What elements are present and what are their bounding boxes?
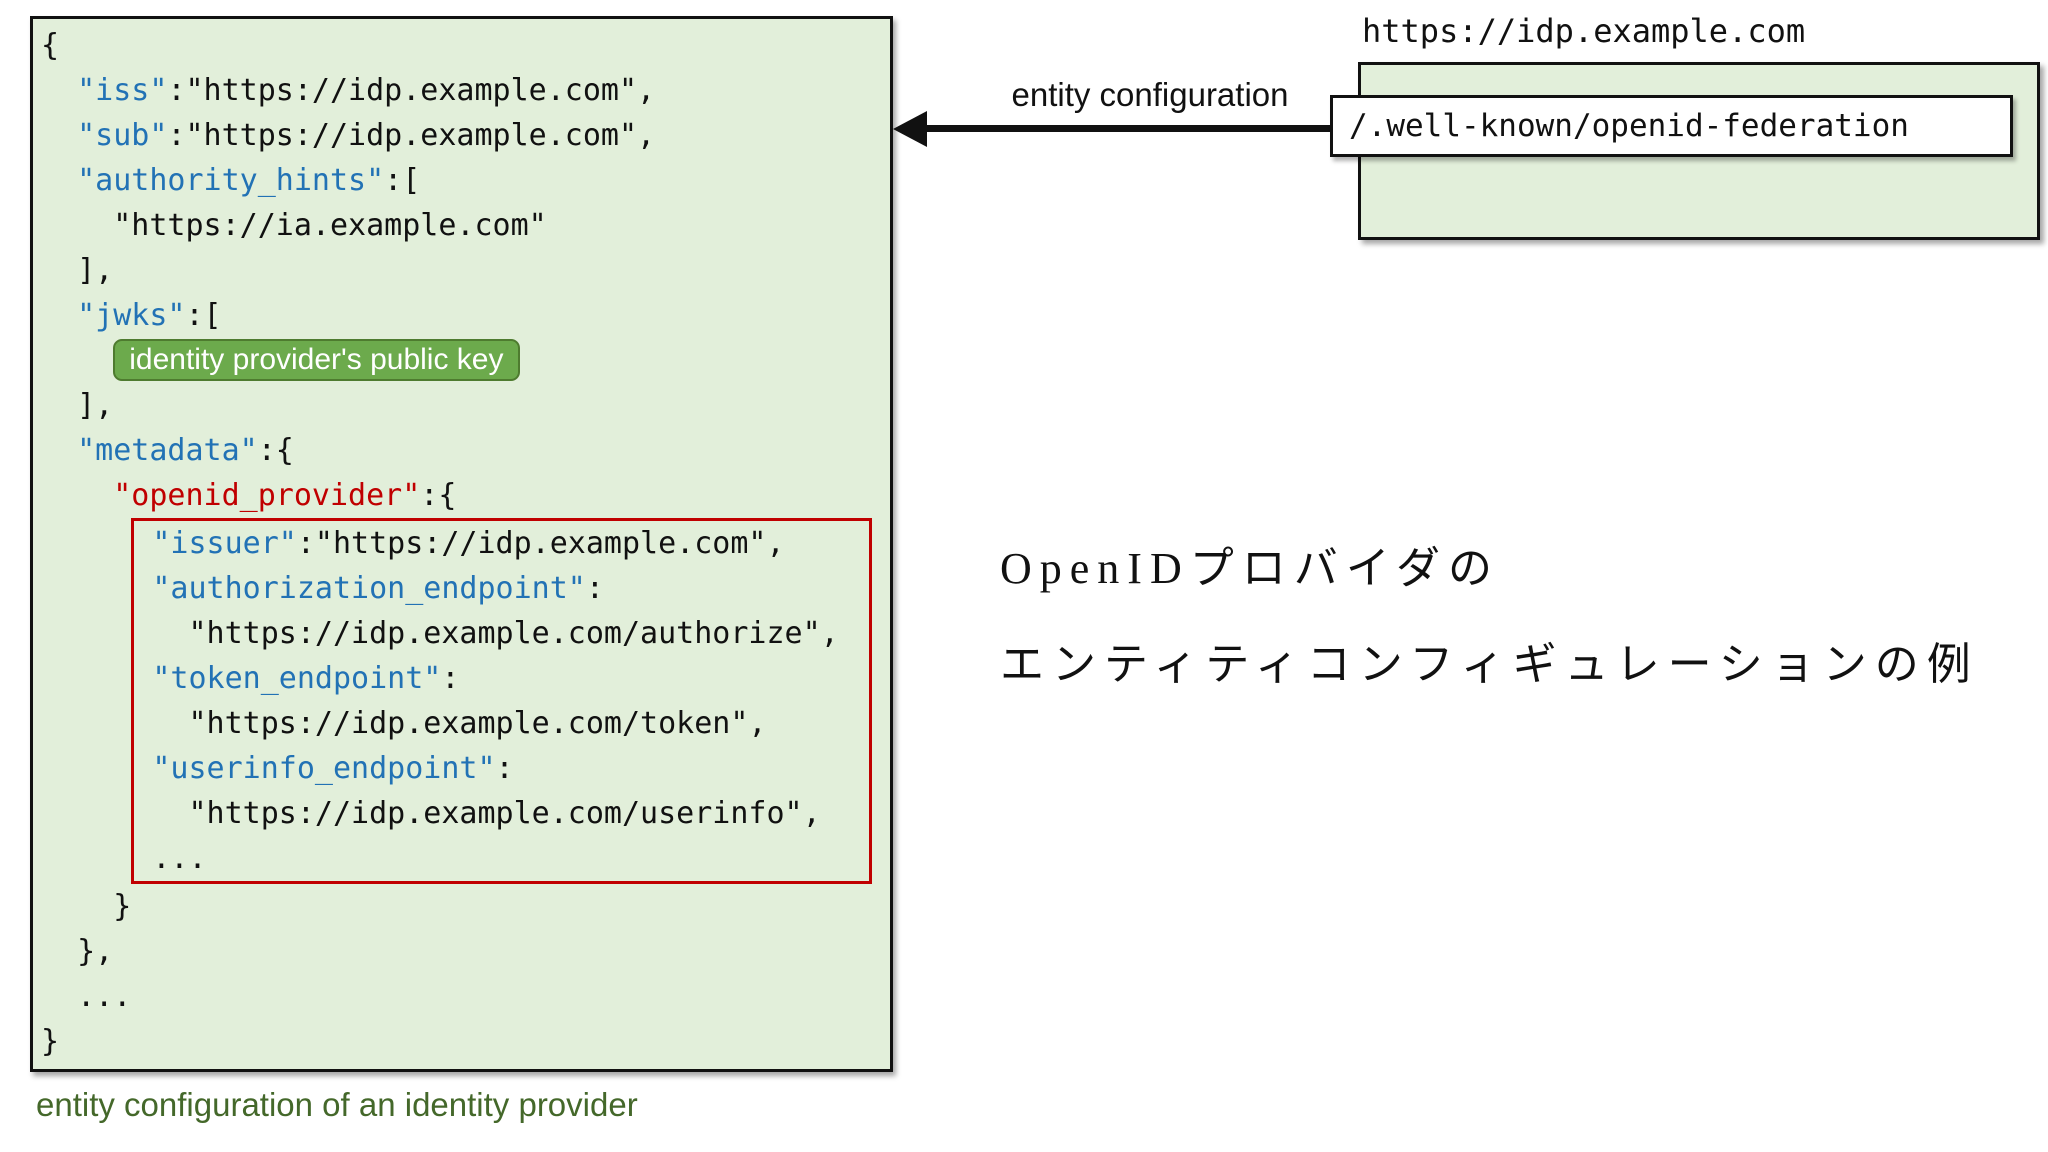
code-line: "jwks":[ <box>41 293 882 338</box>
json-key: "jwks" <box>77 298 186 333</box>
code-line: "token_endpoint": <box>134 656 869 701</box>
json-text: :"https://idp.example.com", <box>296 526 785 561</box>
json-text: : <box>441 661 460 696</box>
json-key: "iss" <box>77 73 168 108</box>
left-box-caption: entity configuration of an identity prov… <box>36 1086 638 1123</box>
json-key: "issuer" <box>152 526 297 561</box>
entity-configuration-arrow-label: entity configuration <box>1011 76 1289 113</box>
json-text: } <box>41 1024 60 1059</box>
json-key: "userinfo_endpoint" <box>152 751 496 786</box>
json-text: }, <box>77 934 114 969</box>
json-text: "https://idp.example.com/token", <box>188 706 767 741</box>
code-line: "issuer":"https://idp.example.com", <box>134 521 869 566</box>
code-line: "userinfo_endpoint": <box>134 746 869 791</box>
idp-url-label: https://idp.example.com <box>1362 12 1806 50</box>
code-line: } <box>41 884 882 929</box>
json-code-top: { "iss":"https://idp.example.com", "sub"… <box>41 23 882 518</box>
code-line: "https://idp.example.com/authorize", <box>134 611 869 656</box>
code-line: ], <box>41 383 882 428</box>
code-line: "authority_hints":[ <box>41 158 882 203</box>
json-key: "token_endpoint" <box>152 661 442 696</box>
annotation-line-1: OpenIDプロバイダの <box>1000 544 1500 593</box>
json-text: :{ <box>420 478 457 513</box>
json-text: :[ <box>185 298 222 333</box>
json-code-block: { "iss":"https://idp.example.com", "sub"… <box>41 23 882 1064</box>
code-line: "https://idp.example.com/userinfo", <box>134 791 869 836</box>
json-text: ], <box>77 253 114 288</box>
code-line: "metadata":{ <box>41 428 882 473</box>
openid-provider-highlight-box: "issuer":"https://idp.example.com", "aut… <box>131 518 872 884</box>
code-line: "authorization_endpoint": <box>134 566 869 611</box>
code-line: ], <box>41 248 882 293</box>
json-text: :"https://idp.example.com", <box>167 118 656 153</box>
json-text: ], <box>77 388 114 423</box>
entity-configuration-arrow-head-icon <box>893 111 927 147</box>
code-line: "sub":"https://idp.example.com", <box>41 113 882 158</box>
code-line: "https://idp.example.com/token", <box>134 701 869 746</box>
json-text: :{ <box>257 433 294 468</box>
entity-configuration-arrow-line <box>923 125 1330 132</box>
annotation-line-2: エンティティコンフィギュレーションの例 <box>1000 640 1979 689</box>
json-text: :"https://idp.example.com", <box>167 73 656 108</box>
json-text: { <box>41 28 60 63</box>
json-text: ... <box>152 841 207 876</box>
json-key: "authorization_endpoint" <box>152 571 586 606</box>
code-line: identity provider's public key <box>41 338 882 383</box>
json-key: "sub" <box>77 118 168 153</box>
json-text: : <box>585 571 604 606</box>
entity-configuration-box: { "iss":"https://idp.example.com", "sub"… <box>30 16 893 1072</box>
code-line: ... <box>41 974 882 1019</box>
wellknown-path-box: /.well-known/openid-federation <box>1330 95 2013 157</box>
wellknown-path-text: /.well-known/openid-federation <box>1349 108 1909 144</box>
code-line: "https://ia.example.com" <box>41 203 882 248</box>
json-key-highlight: "openid_provider" <box>113 478 421 513</box>
code-line: }, <box>41 929 882 974</box>
json-text: } <box>113 889 132 924</box>
json-text: :[ <box>384 163 421 198</box>
json-text: "https://idp.example.com/userinfo", <box>188 796 821 831</box>
json-text: "https://ia.example.com" <box>113 208 547 243</box>
code-line: { <box>41 23 882 68</box>
jwks-public-key-badge: identity provider's public key <box>113 338 520 381</box>
code-line: "iss":"https://idp.example.com", <box>41 68 882 113</box>
code-line: "openid_provider":{ <box>41 473 882 518</box>
code-line: } <box>41 1019 882 1064</box>
json-key: "metadata" <box>77 433 258 468</box>
json-text: : <box>495 751 514 786</box>
json-text: "https://idp.example.com/authorize", <box>188 616 839 651</box>
json-text: ... <box>77 979 132 1014</box>
json-code-bottom: } }, ...} <box>41 884 882 1064</box>
json-key: "authority_hints" <box>77 163 385 198</box>
code-line: ... <box>134 836 869 881</box>
